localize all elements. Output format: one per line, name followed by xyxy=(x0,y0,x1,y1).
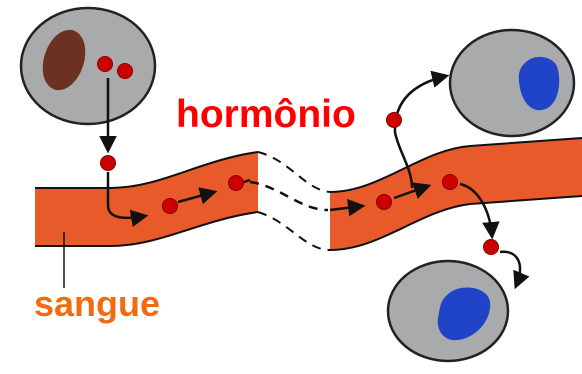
to-lower-cell-arrow xyxy=(500,252,520,286)
hormone-dot xyxy=(443,175,458,190)
hormone-dot xyxy=(387,113,402,128)
blood-label: sangue xyxy=(34,286,160,322)
hormone-dot xyxy=(118,64,133,79)
hormone-dot xyxy=(377,195,392,210)
flow-arrow-dashed-top xyxy=(250,182,328,210)
hormone-dot xyxy=(98,57,113,72)
hormone-label: hormônio xyxy=(176,95,356,134)
secreting-cell xyxy=(21,8,155,124)
hormone-dot xyxy=(101,156,116,171)
blood-vessel-right-segment xyxy=(330,138,582,250)
hormone-dot xyxy=(484,240,499,255)
blood-vessel-dashed-bottom xyxy=(258,212,330,250)
hormone-dot xyxy=(229,176,244,191)
blood-vessel-left-segment xyxy=(35,152,258,246)
flow-arrow-dashed-bottom xyxy=(258,222,330,250)
hormone-dot xyxy=(163,199,178,214)
